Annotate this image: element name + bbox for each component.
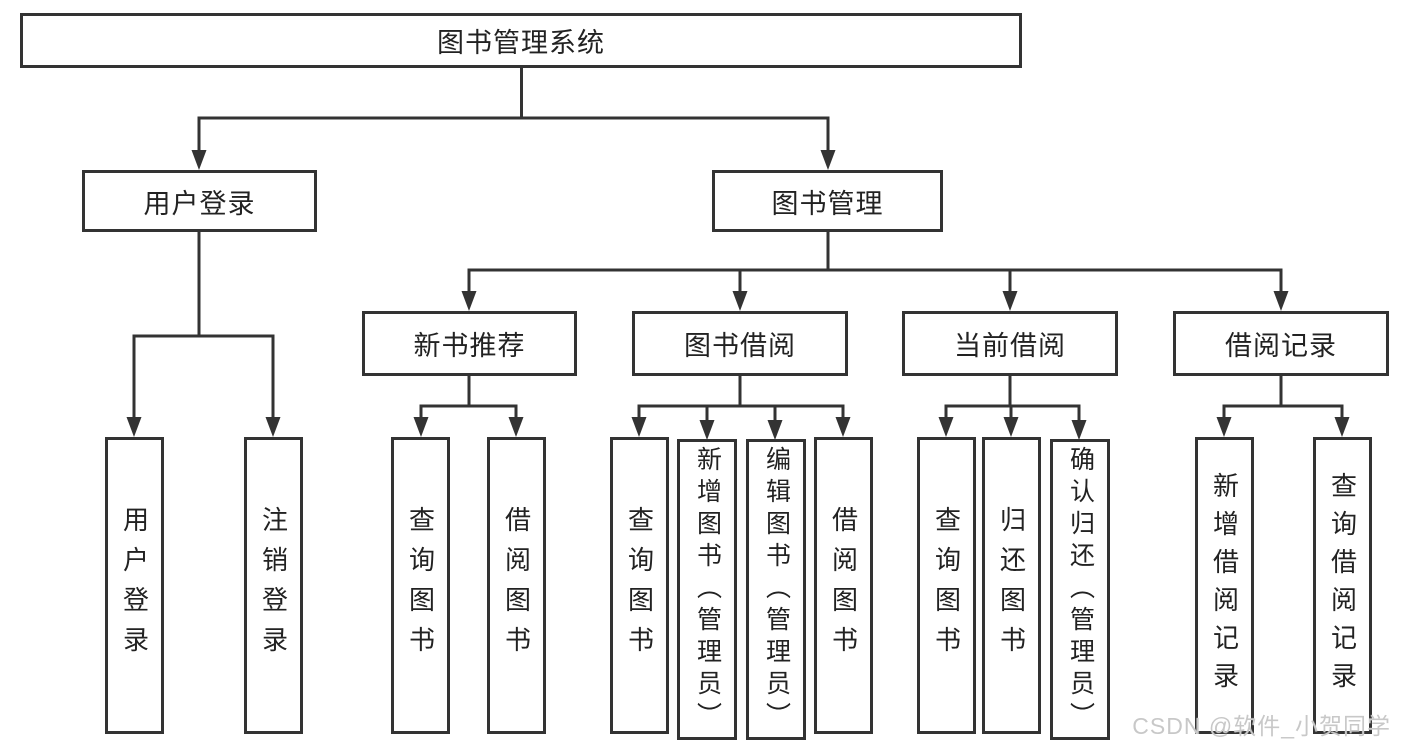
- node-new-book-recommend: 新书推荐: [362, 311, 577, 376]
- csdn-watermark: CSDN @软件_小贺同学: [1132, 713, 1391, 739]
- leaf-edit-book-admin-label: 编辑图书（管理员）: [762, 445, 791, 734]
- node-root: 图书管理系统: [20, 13, 1022, 68]
- leaf-user-login-label: 用户登录: [119, 505, 150, 666]
- leaf-add-borrow-record: 新增借阅记录: [1195, 437, 1254, 734]
- leaf-borrow-books-recommend-label: 借阅图书: [501, 505, 532, 666]
- leaf-query-books-recommend-label: 查询图书: [405, 505, 436, 666]
- leaf-query-books-recommend: 查询图书: [391, 437, 450, 734]
- leaf-add-book-admin-label: 新增图书（管理员）: [693, 445, 722, 734]
- leaf-borrow-books-borrowing-label: 借阅图书: [828, 505, 859, 666]
- node-new-book-recommend-label: 新书推荐: [413, 331, 526, 361]
- node-borrowing-records: 借阅记录: [1173, 311, 1389, 376]
- node-borrowing-records-label: 借阅记录: [1225, 331, 1337, 361]
- leaf-confirm-return-admin: 确认归还（管理员）: [1050, 439, 1110, 740]
- leaf-add-book-admin: 新增图书（管理员）: [677, 439, 737, 740]
- leaf-borrow-books-borrowing: 借阅图书: [814, 437, 873, 734]
- leaf-query-books-borrowing-label: 查询图书: [624, 505, 655, 666]
- arrowheads: [126, 150, 1350, 440]
- leaf-query-borrow-record: 查询借阅记录: [1313, 437, 1372, 734]
- node-user-login: 用户登录: [82, 170, 317, 232]
- node-root-label: 图书管理系统: [437, 28, 605, 58]
- node-current-borrowing: 当前借阅: [902, 311, 1118, 376]
- leaf-query-borrow-record-label: 查询借阅记录: [1327, 471, 1358, 700]
- leaf-return-book: 归还图书: [982, 437, 1041, 734]
- leaf-logout-label: 注销登录: [258, 505, 289, 666]
- node-book-borrowing: 图书借阅: [632, 311, 848, 376]
- leaf-edit-book-admin: 编辑图书（管理员）: [746, 439, 806, 740]
- leaf-query-books-borrowing: 查询图书: [610, 437, 669, 734]
- node-book-management: 图书管理: [712, 170, 943, 232]
- leaf-borrow-books-recommend: 借阅图书: [487, 437, 546, 734]
- leaf-return-book-label: 归还图书: [996, 505, 1027, 666]
- leaf-add-borrow-record-label: 新增借阅记录: [1209, 471, 1240, 700]
- node-book-management-label: 图书管理: [771, 188, 884, 219]
- leaf-user-login: 用户登录: [105, 437, 164, 734]
- node-book-borrowing-label: 图书借阅: [684, 331, 796, 361]
- node-current-borrowing-label: 当前借阅: [954, 331, 1066, 361]
- leaf-query-books-current-label: 查询图书: [931, 505, 962, 666]
- leaf-query-books-current: 查询图书: [917, 437, 976, 734]
- node-user-login-label: 用户登录: [143, 188, 256, 219]
- leaf-confirm-return-admin-label: 确认归还（管理员）: [1066, 445, 1095, 734]
- leaf-logout: 注销登录: [244, 437, 303, 734]
